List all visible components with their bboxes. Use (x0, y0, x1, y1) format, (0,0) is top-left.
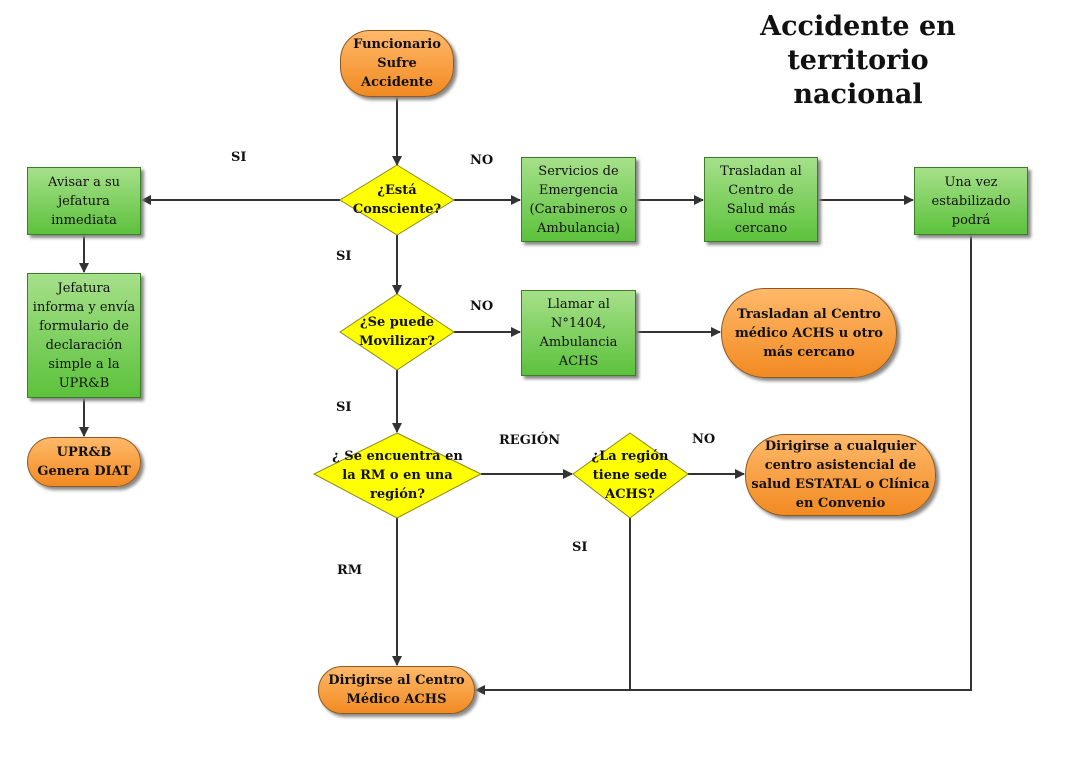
decision-movilizar: ¿Se puede Movilizar? (359, 315, 435, 349)
process-jefatura: Jefatura informa y envía formulario de d… (27, 273, 141, 398)
process-estabilizado: Una vez estabilizado podrá (914, 167, 1028, 235)
terminal-centro-achs: Dirigirse al Centro Médico ACHS (318, 666, 475, 714)
process-servicios: Servicios de Emergencia (Carabineros o A… (521, 157, 636, 242)
decision-sede: ¿La región tiene sede ACHS? (591, 448, 669, 502)
process-trasladan-salud: Trasladan al Centro de Salud más cercano (704, 157, 818, 242)
diagram-title: Accidente en territorio nacional (690, 10, 1026, 112)
edge-label-si-movilizar: SI (336, 249, 352, 264)
edge-label-no-servicios: NO (470, 153, 494, 168)
process-avisar: Avisar a su jefatura inmediata (27, 167, 141, 235)
edge-label-si-avisar: SI (231, 150, 247, 165)
edge-label-si-sede: SI (572, 540, 588, 555)
edge-label-rm: RM (337, 563, 363, 578)
decision-sede-shape (572, 432, 689, 519)
edge-label-no-cualquier: NO (692, 432, 716, 447)
title-line-2: nacional (793, 79, 923, 110)
edge-label-region: REGIÓN (499, 433, 561, 448)
terminal-trasladan-achs: Trasladan al Centro médico ACHS u otro m… (721, 288, 897, 378)
decision-rm: ¿ Se encuentra en la RM o en una región? (332, 448, 463, 502)
terminal-cualquier-centro: Dirigirse a cualquier centro asistencial… (745, 434, 936, 516)
start-node: Funcionario Sufre Accidente (340, 30, 454, 97)
decision-movilizar-shape (339, 293, 455, 371)
edge-label-si-rm: SI (336, 400, 352, 415)
terminal-diat: UPR&B Genera DIAT (27, 437, 141, 487)
decision-rm-shape (312, 432, 483, 519)
decision-consciente-shape (339, 164, 455, 236)
title-line-1: Accidente en territorio (760, 11, 956, 76)
process-llamar: Llamar al N°1404, Ambulancia ACHS (521, 290, 636, 376)
decision-consciente: ¿Está Consciente? (352, 183, 442, 217)
edge-label-no-llamar: NO (470, 299, 494, 314)
arrow-estabilizado-to-centro-achs (475, 235, 972, 695)
